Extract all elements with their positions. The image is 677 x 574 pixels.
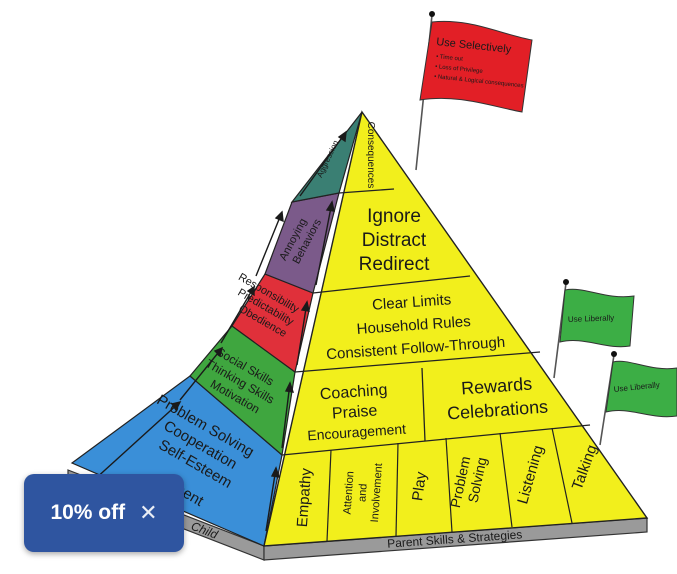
tier2-right-line-1: Rewards <box>460 374 532 399</box>
cell-sep-5 <box>551 427 573 524</box>
tier3-line-1: Clear Limits <box>372 291 452 313</box>
cell-empathy: Empathy <box>294 467 315 528</box>
front-face <box>263 110 649 547</box>
cell-attention-line-2: and <box>356 483 369 502</box>
front-apex-label: Consequences <box>365 122 376 189</box>
green-flag-upper <box>559 288 635 348</box>
close-icon[interactable]: ✕ <box>139 500 158 526</box>
green-flag-upper-tip <box>563 279 569 285</box>
cell-sep-3 <box>445 437 453 533</box>
side-arrows <box>93 130 347 532</box>
front-divider-3 <box>294 351 541 373</box>
cell-play: Play <box>409 470 430 502</box>
tier2-left-line-1: Coaching <box>319 382 388 404</box>
cell-sep-2 <box>395 442 399 537</box>
front-divider-4 <box>312 275 471 294</box>
tier2-left-line-3: Encouragement <box>307 421 407 444</box>
green-flag-lower <box>605 360 677 418</box>
green-flag-lower-tip <box>611 351 617 357</box>
red-flag-item-1: • Time out <box>436 54 464 63</box>
front-divider-2 <box>281 424 591 456</box>
green-flag-upper-label: Use Liberally <box>568 313 615 324</box>
tier4-line-2: Distract <box>362 230 427 251</box>
tier4-line-3: Redirect <box>359 254 430 275</box>
cell-sep-4 <box>499 432 513 528</box>
discount-promo-badge[interactable]: 10% off ✕ <box>24 474 184 552</box>
tier2-left-line-2: Praise <box>331 402 378 422</box>
cell-attention-line-1: Attention <box>342 471 357 515</box>
red-flag <box>419 20 533 113</box>
front-divider-tier2-middle <box>421 367 426 442</box>
promo-label[interactable]: 10% off <box>50 501 126 524</box>
red-flag-pole-tip <box>429 11 435 17</box>
red-flag-item-2: • Loss of Privilege <box>435 64 484 75</box>
cell-attention-line-3: Involvement <box>369 463 385 523</box>
cell-sep-1 <box>326 449 332 542</box>
tier4-line-1: Ignore <box>367 206 421 227</box>
front-divider-apex <box>338 188 395 194</box>
